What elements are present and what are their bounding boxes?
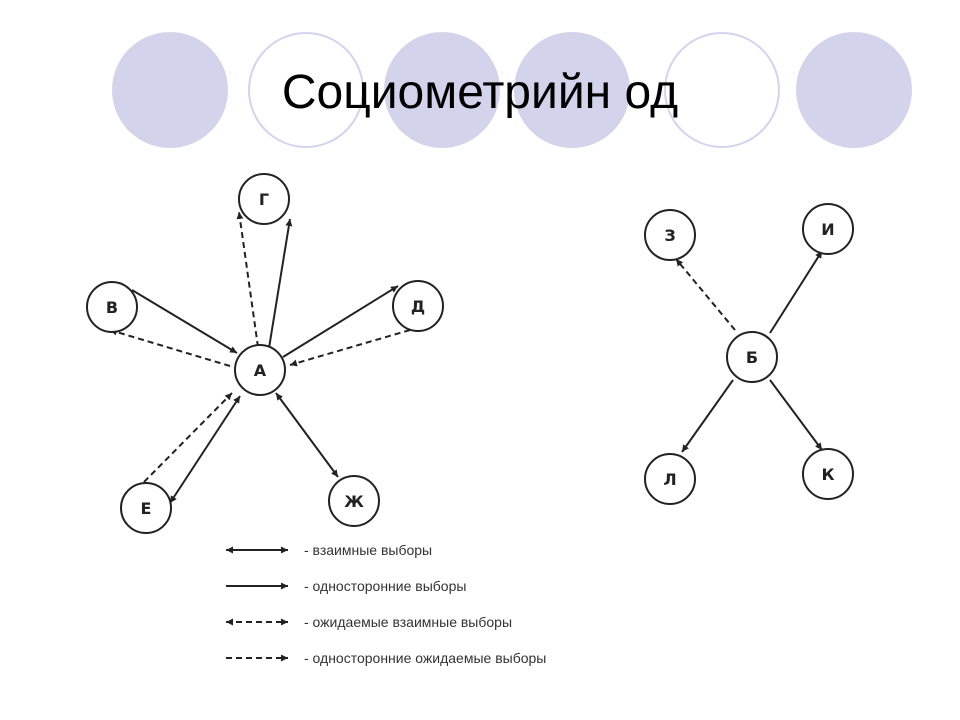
header-decoration (112, 32, 912, 148)
svg-text:З: З (664, 226, 675, 245)
legend-label-one-way: - односторонние выборы (304, 578, 466, 594)
node-z: З (644, 209, 696, 261)
svg-text:Е: Е (141, 499, 152, 518)
deco-ring-1 (248, 32, 364, 148)
edge-b-l (681, 379, 734, 453)
node-k: К (802, 448, 854, 500)
legend-label-mutual: - взаимные выборы (304, 542, 432, 558)
node-zh: Ж (328, 475, 380, 527)
svg-text:Б: Б (746, 348, 758, 367)
node-i: И (802, 203, 854, 255)
node-a: А (234, 344, 286, 396)
legend: - взаимные выборы - односторонние выборы… (226, 542, 546, 666)
svg-text:В: В (106, 298, 118, 317)
node-v: В (86, 281, 138, 333)
edge-v-a (131, 289, 238, 354)
node-b: Б (726, 331, 778, 383)
edge-e-a-expected (143, 392, 233, 483)
svg-text:Ж: Ж (344, 492, 364, 511)
legend-label-expected-one-way: - односторонние ожидаемые выборы (304, 650, 546, 666)
deco-circle-2 (384, 32, 500, 148)
svg-text:К: К (821, 465, 834, 484)
svg-text:Л: Л (663, 470, 676, 489)
edge-a-v-expected (109, 328, 231, 367)
legend-item-one-way: - односторонние выборы (226, 578, 466, 594)
edge-a-zh-mutual (275, 392, 339, 478)
edge-a-g (268, 218, 293, 349)
legend-item-expected-mutual: - ожидаемые взаимные выборы (226, 614, 512, 630)
edge-a-e-mutual (169, 395, 241, 504)
legend-label-expected-mutual: - ожидаемые взаимные выборы (304, 614, 512, 630)
svg-text:Д: Д (411, 297, 425, 316)
node-d: Д (392, 280, 444, 332)
node-l: Л (644, 453, 696, 505)
legend-item-expected-one-way: - односторонние ожидаемые выборы (226, 650, 546, 666)
deco-circle-1 (112, 32, 228, 148)
svg-text:А: А (254, 361, 267, 380)
deco-circle-4 (796, 32, 912, 148)
deco-circle-3 (514, 32, 630, 148)
nodes: А Г В Д Е Ж Б З (86, 173, 854, 534)
node-e: Е (120, 482, 172, 534)
edge-b-z-expected (675, 258, 736, 331)
deco-ring-2 (664, 32, 780, 148)
slide-title: Социометрийн од (282, 66, 678, 119)
edge-a-g-expected (236, 211, 259, 348)
cross-edges (675, 250, 823, 453)
edge-a-d (282, 285, 399, 358)
node-g: Г (238, 173, 290, 225)
edge-d-a-expected (289, 329, 411, 367)
edge-b-i (769, 250, 823, 334)
svg-text:Г: Г (259, 190, 269, 209)
edge-b-k (769, 379, 823, 451)
svg-text:И: И (821, 220, 834, 239)
star-edges: G expected (dashed) --> V dashed --> A d… (109, 211, 411, 504)
legend-item-mutual: - взаимные выборы (226, 542, 432, 558)
